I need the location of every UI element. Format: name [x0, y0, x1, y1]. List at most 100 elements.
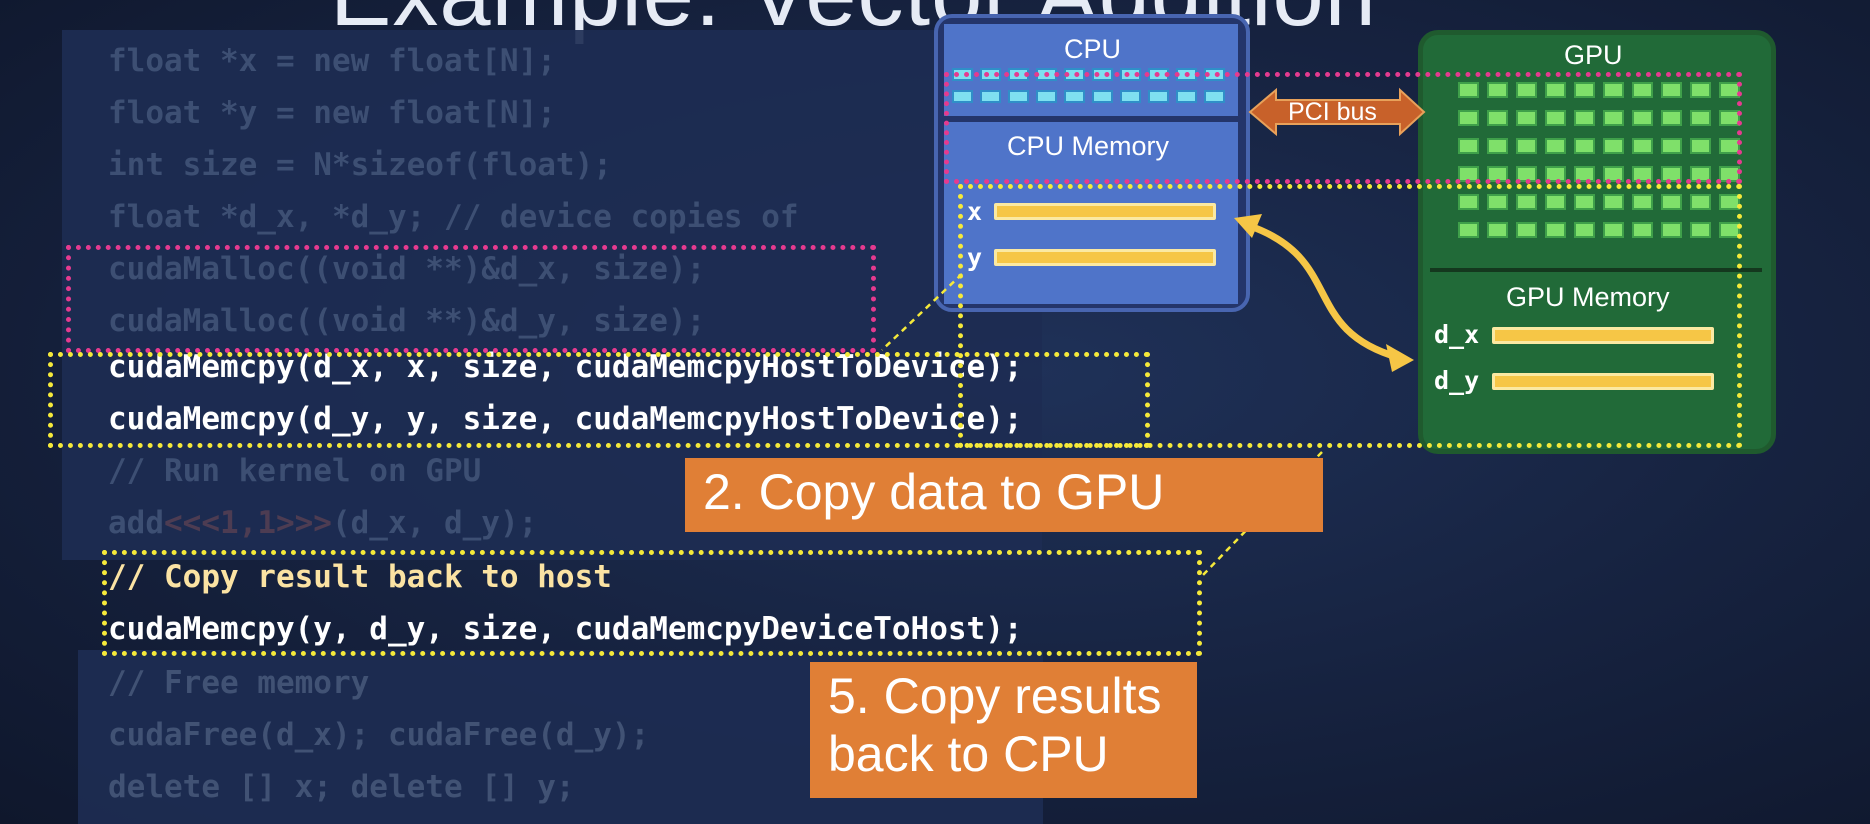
kernel-name: add [108, 505, 164, 541]
code-line-8: cudaMemcpy(d_y, y, size, cudaMemcpyHostT… [108, 401, 1023, 437]
gpu-core-cell [1661, 138, 1682, 154]
gpu-core-cell [1458, 194, 1479, 210]
gpu-core-cell [1690, 194, 1711, 210]
gpu-core-cell [1545, 138, 1566, 154]
kernel-args: (d_x, d_y); [331, 505, 538, 541]
cpu-core-cell [1176, 90, 1197, 103]
gpu-label: GPU [1564, 40, 1623, 70]
pci-bus-highlight [944, 72, 1742, 184]
gpu-core-cell [1516, 82, 1537, 98]
cuda-malloc-highlight [66, 245, 876, 353]
cpu-core-cell [1008, 90, 1029, 103]
code-line-6: cudaMalloc((void **)&d_y, size); [108, 303, 706, 339]
gpu-core-cell [1603, 194, 1624, 210]
cpu-var-y-label: y [967, 243, 983, 272]
gpu-core-cell [1458, 138, 1479, 154]
gpu-core-cell [1574, 110, 1595, 126]
gpu-var-dx-label: d_x [1434, 320, 1480, 349]
code-line-5: cudaMalloc((void **)&d_x, size); [108, 251, 706, 287]
gpu-core-cell [1632, 82, 1653, 98]
gpu-core-cell [1603, 82, 1624, 98]
cpu-core-cell [980, 90, 1001, 103]
cpu-core-cell [1120, 90, 1141, 103]
cpu-core-cell [1204, 90, 1225, 103]
callout-line-cpu [881, 273, 963, 351]
gpu-core-cell [1690, 82, 1711, 98]
gpu-core-cell [1661, 82, 1682, 98]
cpu-var-x-label: x [967, 197, 983, 226]
code-line-14: cudaFree(d_x); cudaFree(d_y); [108, 717, 650, 753]
cpu-array-x [994, 203, 1216, 220]
gpu-core-cell [1545, 82, 1566, 98]
code-line-11: // Copy result back to host [108, 559, 612, 595]
gpu-core-cell [1574, 222, 1595, 238]
pci-bus-arrow [1248, 87, 1426, 137]
memory-highlight [958, 184, 1742, 448]
code-line-3: int size = N*sizeof(float); [108, 147, 612, 183]
gpu-core-cell [1516, 138, 1537, 154]
code-line-12: cudaMemcpy(y, d_y, size, cudaMemcpyDevic… [108, 611, 1023, 647]
gpu-array-dy [1492, 373, 1714, 390]
gpu-array-dx [1492, 327, 1714, 344]
gpu-memory-label: GPU Memory [1506, 282, 1670, 312]
code-line-9: // Run kernel on GPU [108, 453, 482, 489]
gpu-core-cell [1545, 222, 1566, 238]
step5-line2: back to CPU [828, 725, 1109, 782]
gpu-var-dy-label: d_y [1434, 366, 1480, 395]
code-line-2: float *y = new float[N]; [108, 95, 556, 131]
pci-bus-label: PCI bus [1288, 98, 1377, 126]
cpu-core-cell [1064, 90, 1085, 103]
gpu-core-cell [1487, 138, 1508, 154]
cpu-core-cell [1036, 90, 1057, 103]
gpu-core-cell [1661, 194, 1682, 210]
step5-line1: 5. Copy results [828, 668, 1162, 724]
gpu-core-cell [1603, 110, 1624, 126]
gpu-core-cell [1574, 82, 1595, 98]
cpu-core-cell [952, 90, 973, 103]
gpu-core-cell [1632, 110, 1653, 126]
gpu-core-cell [1690, 110, 1711, 126]
memory-arrow-head-bottom [1386, 344, 1414, 372]
code-line-4: float *d_x, *d_y; // device copies of [108, 199, 799, 235]
gpu-core-cell [1690, 222, 1711, 238]
kernel-launch-config: <<<1,1>>> [164, 505, 332, 541]
gpu-core-cell [1632, 222, 1653, 238]
gpu-core-cell [1603, 222, 1624, 238]
gpu-core-cell [1516, 110, 1537, 126]
gpu-core-cell [1574, 194, 1595, 210]
cpu-array-y [994, 249, 1216, 266]
gpu-core-cell [1632, 194, 1653, 210]
callout-line-gpu [1201, 451, 1323, 577]
step2-callout: 2. Copy data to GPU [685, 458, 1323, 532]
code-line-10: add<<<1,1>>>(d_x, d_y); [108, 508, 537, 539]
gpu-core-cell [1574, 138, 1595, 154]
gpu-core-cell [1487, 110, 1508, 126]
gpu-core-cell [1545, 110, 1566, 126]
gpu-core-cell [1661, 110, 1682, 126]
cpu-core-cell [1092, 90, 1113, 103]
device-to-host-highlight [102, 550, 1202, 656]
code-line-13: // Free memory [108, 665, 370, 701]
cpu-label: CPU [1064, 34, 1122, 64]
code-line-1: float *x = new float[N]; [108, 43, 556, 79]
memory-transfer-arrow [1248, 222, 1401, 362]
gpu-core-cell [1516, 222, 1537, 238]
gpu-core-cell [1603, 138, 1624, 154]
gpu-core-cell [1545, 194, 1566, 210]
step5-callout: 5. Copy results back to CPU [810, 662, 1197, 798]
cpu-memory-label: CPU Memory [1007, 131, 1170, 161]
gpu-core-cell [1487, 194, 1508, 210]
gpu-core-cell [1458, 110, 1479, 126]
gpu-memory-block [1430, 268, 1762, 448]
gpu-core-cell [1632, 138, 1653, 154]
gpu-core-cell [1516, 194, 1537, 210]
gpu-core-cell [1487, 222, 1508, 238]
host-to-device-highlight [48, 352, 1150, 448]
memory-arrow-head-top [1234, 214, 1262, 238]
gpu-core-cell [1458, 222, 1479, 238]
gpu-core-cell [1487, 82, 1508, 98]
gpu-core-cell [1458, 82, 1479, 98]
code-line-15: delete [] x; delete [] y; [108, 769, 575, 805]
cpu-core-cell [1148, 90, 1169, 103]
